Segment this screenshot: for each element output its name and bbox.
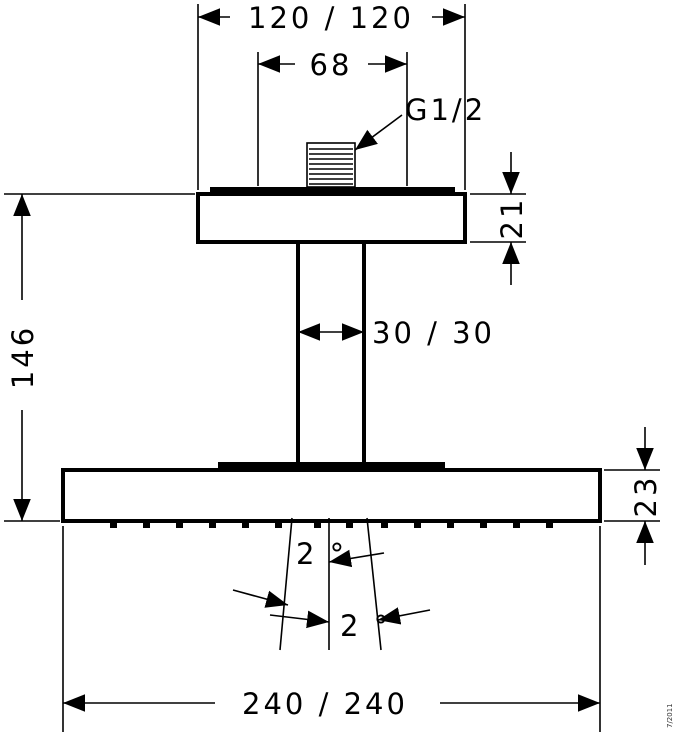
thread-label: G1/2 <box>405 93 486 127</box>
thread-callout: G1/2 <box>354 93 486 151</box>
total-height-label: 146 <box>6 325 40 389</box>
angle-upper-label: 2 ° <box>296 537 347 571</box>
dimension-total-height: 146 <box>4 193 195 522</box>
angle-lower-label: 2 ° <box>340 609 391 643</box>
dimension-flange-height: 21 <box>470 152 529 285</box>
dimension-arm-width: 30 / 30 <box>298 316 495 350</box>
shower-arm <box>296 242 366 462</box>
ceiling-flange <box>196 187 467 244</box>
dimension-head-height: 23 <box>604 427 663 565</box>
dimension-top-width: 120 / 120 <box>197 1 466 190</box>
nozzles <box>110 521 553 528</box>
connection-spacing-label: 68 <box>310 48 353 82</box>
spray-angle-dimensions: 2 ° 2 ° <box>232 517 431 651</box>
flange-height-label: 21 <box>495 197 529 240</box>
head-height-label: 23 <box>629 475 663 518</box>
dimension-head-width: 240 / 240 <box>62 526 601 732</box>
arm-width-label: 30 / 30 <box>372 316 495 350</box>
top-width-label: 120 / 120 <box>248 1 414 35</box>
revision-label: 7/2011 <box>666 703 674 728</box>
head-width-label: 240 / 240 <box>242 687 408 721</box>
dimension-connection-spacing: 68 <box>257 48 408 186</box>
thread-nipple <box>306 142 356 188</box>
shower-head <box>61 462 602 528</box>
